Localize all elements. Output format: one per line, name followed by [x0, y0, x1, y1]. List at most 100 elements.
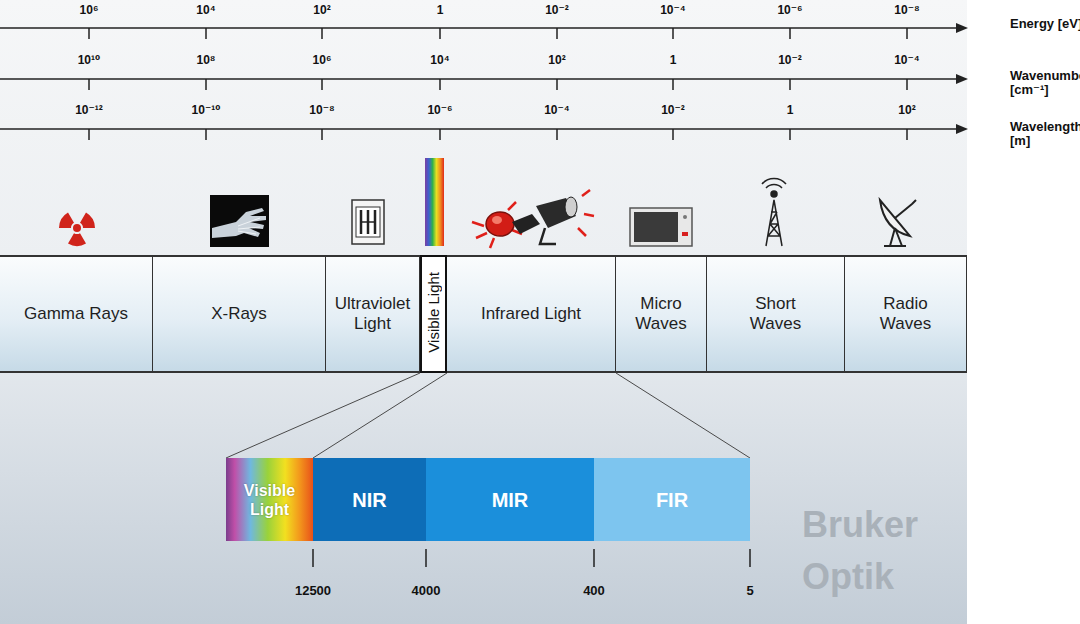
axis-tick-label: 10⁻⁸ — [287, 103, 357, 118]
signal-arcs — [762, 179, 786, 188]
wavenumber-tick-label: 5 — [715, 583, 785, 598]
spectrum-band: Visible Light — [420, 255, 447, 373]
satellite-dish-icon — [880, 200, 916, 246]
axis-tick-label: 10⁻⁸ — [872, 3, 942, 18]
axis-lines — [0, 28, 958, 140]
axis-title: Wavenumber [cm⁻¹] — [1010, 69, 1080, 97]
trefoil-blade — [59, 212, 74, 228]
radiation-symbol — [59, 212, 95, 246]
label-wrap: MIR — [492, 490, 529, 510]
axis-tick-label: 10¹⁰ — [54, 53, 124, 68]
label-wrap: Visible Light — [235, 481, 305, 519]
band-label: Infrared Light — [481, 304, 581, 324]
band-label: Micro Waves — [631, 294, 691, 334]
antenna-tower-icon — [762, 179, 786, 246]
arrowhead — [956, 23, 968, 33]
axis-tick-label: 10⁴ — [405, 53, 475, 68]
lamp-housing — [352, 200, 384, 244]
axis-tick-label: 10⁻² — [638, 103, 708, 118]
zoom-lines — [226, 373, 750, 458]
dish-feed — [895, 200, 916, 218]
axis-title: Energy [eV] — [1010, 17, 1080, 31]
oven-knob — [683, 215, 687, 219]
band-label: Short Waves — [746, 294, 806, 334]
arrowhead — [956, 124, 968, 134]
infrared-subband: FIR — [594, 458, 750, 541]
scale-ticks — [313, 549, 750, 567]
axis-tick-label: 10² — [522, 53, 592, 68]
label-wrap: Gamma Rays — [24, 304, 128, 324]
oven-window — [634, 212, 678, 242]
spectrum-band: X-Rays — [153, 255, 326, 373]
energy-axis — [0, 27, 958, 29]
axis-tick-label: 10² — [287, 3, 357, 18]
uv-lamp-icon — [352, 200, 384, 244]
background-upper — [0, 0, 967, 255]
dish-stand — [884, 228, 906, 246]
trefoil-blade — [68, 233, 86, 246]
band-label: X-Rays — [211, 304, 267, 324]
spectrum-band: Short Waves — [707, 255, 845, 373]
spectrum-band: Ultraviolet Light — [326, 255, 420, 373]
spectrum-band: Gamma Rays — [0, 255, 153, 373]
label-wrap: Micro Waves — [631, 294, 691, 334]
lamp-tubes — [361, 210, 375, 234]
hand-silhouette — [212, 208, 266, 238]
axis-tick-label: 10⁻⁴ — [638, 3, 708, 18]
band-label: Ultraviolet Light — [328, 294, 418, 334]
label-wrap: X-Rays — [211, 304, 267, 324]
arrowhead — [956, 74, 968, 84]
lamp-bridge — [361, 221, 375, 223]
infrared-lamps-icon — [472, 190, 594, 248]
lamp-stand — [540, 228, 556, 244]
red-lamp — [486, 212, 514, 236]
infrared-subband: MIR — [426, 458, 594, 541]
lamp-highlight — [492, 216, 502, 224]
band-label: Visible Light — [425, 272, 442, 353]
axis-tick-label: 10² — [872, 103, 942, 118]
lamp-window — [356, 207, 380, 237]
wavenumber-tick-label: 12500 — [278, 583, 348, 598]
xray-hand-image — [210, 195, 269, 247]
subband-label: NIR — [352, 490, 386, 510]
spotlight — [536, 198, 576, 228]
infrared-subband: NIR — [313, 458, 426, 541]
hand-bones — [238, 218, 260, 234]
axis-tick-label: 10⁶ — [287, 53, 357, 68]
label-wrap: Short Waves — [746, 294, 806, 334]
trefoil-blade — [80, 212, 95, 228]
axis-tick-label: 10⁸ — [171, 53, 241, 68]
band-label: Gamma Rays — [24, 304, 128, 324]
infrared-subband: Visible Light — [226, 458, 313, 541]
axis-tick-label: 1 — [405, 3, 475, 18]
spectrum-band: Infrared Light — [447, 255, 616, 373]
axis-tick-label: 10⁻⁶ — [405, 103, 475, 118]
label-wrap: Infrared Light — [481, 304, 581, 324]
axis-tick-label: 10⁻¹⁰ — [171, 103, 241, 118]
tower-beacon — [771, 191, 777, 197]
zoom-line — [313, 373, 447, 458]
microwave-oven-icon — [630, 208, 692, 246]
xray-film — [210, 195, 269, 247]
axis-tick-label: 10⁶ — [54, 3, 124, 18]
axis-arrowheads — [956, 23, 968, 134]
axis-tick-label: 10⁴ — [171, 3, 241, 18]
label-wrap: Visible Light — [425, 272, 442, 356]
oven-button — [682, 232, 688, 236]
rainbow-bar — [425, 158, 444, 246]
axis-tick-label: 10⁻⁴ — [872, 53, 942, 68]
zoom-line — [616, 373, 750, 458]
oven-body — [630, 208, 692, 246]
band-label: Radio Waves — [876, 294, 936, 334]
axis-ticks — [89, 129, 907, 140]
label-wrap: Ultraviolet Light — [328, 294, 418, 334]
axis-title: Wavelength [m] — [1010, 120, 1080, 148]
tower-lattice — [766, 200, 782, 246]
axis-tick-label: 10⁻⁶ — [755, 3, 825, 18]
spectrum-band: Radio Waves — [845, 255, 967, 373]
subband-label: MIR — [492, 490, 529, 510]
label-wrap: FIR — [656, 490, 688, 510]
axis-tick-label: 10⁻² — [522, 3, 592, 18]
axis-tick-label: 10⁻² — [755, 53, 825, 68]
